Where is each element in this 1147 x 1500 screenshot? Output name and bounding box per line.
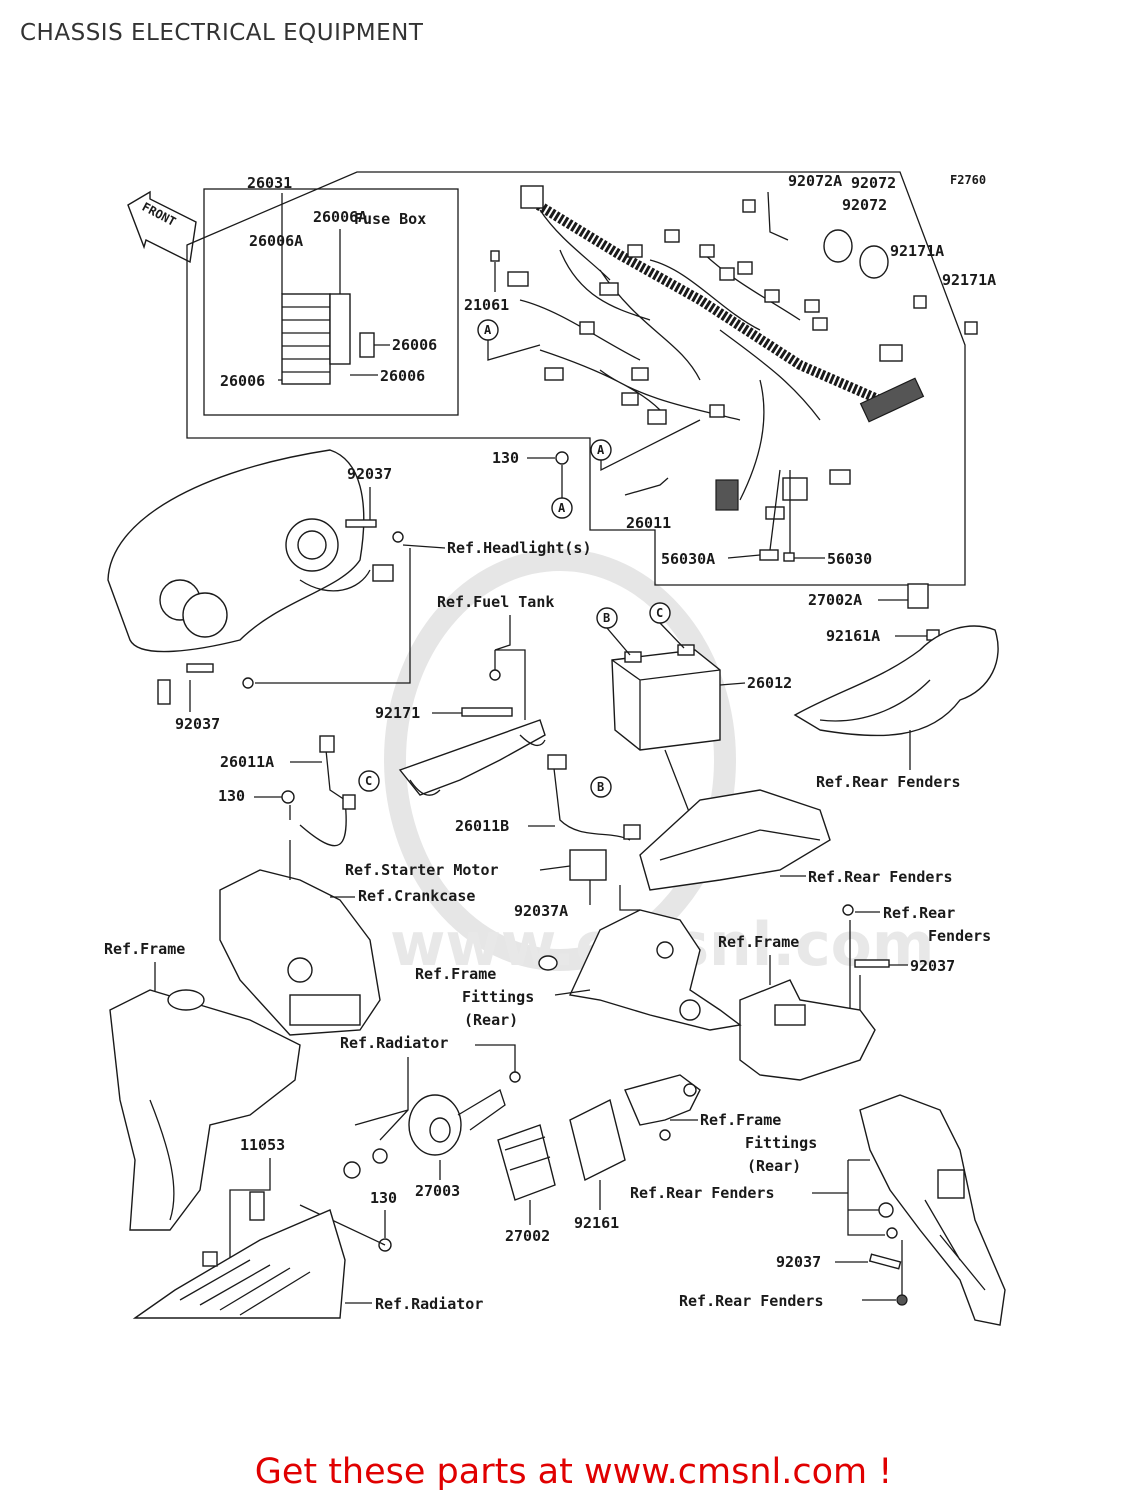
callout-b-2 (590, 776, 612, 798)
part-26006-right: 26006 (392, 336, 437, 354)
part-92171A-bottom: 92171A (942, 271, 996, 289)
part-27003: 27003 (415, 1182, 460, 1200)
part-26031: 26031 (247, 174, 292, 192)
bracket-frame-fitting (624, 1074, 701, 1141)
part-92171A-top: 92171A (890, 242, 944, 260)
ecu-27002 (497, 1124, 556, 1201)
part-27002: 27002 (505, 1227, 550, 1245)
fuel-tank-bracket (398, 719, 546, 796)
ref-rear-fenders-3a: Ref.Rear (883, 904, 955, 922)
promo-link[interactable]: Get these parts at www.cmsnl.com ! (254, 1452, 893, 1492)
battery-case (639, 789, 831, 891)
part-92037-bottom-right: 92037 (776, 1253, 821, 1271)
part-92037A: 92037A (514, 902, 568, 920)
part-26012: 26012 (747, 674, 792, 692)
page-title: CHASSIS ELECTRICAL EQUIPMENT (20, 20, 424, 46)
part-26006A-left: 26006A (249, 232, 303, 250)
callout-c-2 (358, 770, 380, 792)
figure-code: F2760 (950, 173, 986, 187)
fuse-box-title: Fuse Box (354, 210, 426, 228)
relay-box-92161 (569, 1098, 626, 1182)
main-wiring-harness (490, 185, 925, 520)
part-26006-left: 26006 (220, 372, 265, 390)
ecu-27002A (907, 583, 929, 609)
part-92161A: 92161A (826, 627, 880, 645)
part-92037-bottom-left: 92037 (175, 715, 220, 733)
ref-radiator-2: Ref.Radiator (375, 1295, 483, 1313)
part-130-bottom: 130 (370, 1189, 397, 1207)
harness-group-outline (186, 171, 966, 586)
ref-rear-fenders-2: Ref.Rear Fenders (808, 868, 953, 886)
ref-frame-fittings-2c: (Rear) (747, 1157, 801, 1175)
fuse-block (281, 293, 375, 385)
part-27002A: 27002A (808, 591, 862, 609)
part-56030A: 56030A (661, 550, 715, 568)
part-92072-top: 92072 (851, 174, 896, 192)
ref-rear-fenders-5: Ref.Rear Fenders (679, 1292, 824, 1310)
frame-fitting-rear (568, 909, 742, 1031)
part-11053: 11053 (240, 1136, 285, 1154)
clamp-92072-b (859, 245, 889, 279)
ref-frame-fittings-2b: Fittings (745, 1134, 817, 1152)
part-130-top: 130 (492, 449, 519, 467)
ref-frame-fittings-2a: Ref.Frame (700, 1111, 781, 1129)
part-92037-mid-right: 92037 (910, 957, 955, 975)
rear-fender-upper (793, 625, 999, 737)
callout-b-2-label: B (597, 780, 604, 794)
ref-fuel-tank: Ref.Fuel Tank (437, 593, 554, 611)
ref-frame-1: Ref.Frame (104, 940, 185, 958)
part-26006-bottom: 26006 (380, 367, 425, 385)
clip-92171A-a (913, 295, 927, 309)
frame-left (109, 989, 301, 1231)
battery (611, 644, 721, 751)
ref-frame-fittings-1a: Ref.Frame (415, 965, 496, 983)
ref-frame-fittings-1c: (Rear) (464, 1011, 518, 1029)
callout-a-1-label: A (484, 323, 492, 337)
ref-rear-fenders-3b: Fenders (928, 927, 991, 945)
callout-a-3-label: A (558, 501, 566, 515)
part-130-mid: 130 (218, 787, 245, 805)
clip-92171A-b (964, 321, 978, 335)
headlight-assembly (107, 449, 394, 705)
callout-b-1-label: B (603, 611, 610, 625)
ref-frame-fittings-1b: Fittings (462, 988, 534, 1006)
part-92161: 92161 (574, 1214, 619, 1232)
rear-fender-bracket (739, 979, 876, 1081)
starter-relay (569, 849, 607, 881)
part-92171: 92171 (375, 704, 420, 722)
ref-frame-2: Ref.Frame (718, 933, 799, 951)
crankcase (219, 869, 381, 1036)
callout-c-1-label: C (656, 606, 663, 620)
callout-a-2-label: A (597, 443, 605, 457)
radiator (132, 1209, 346, 1319)
part-26011A: 26011A (220, 753, 274, 771)
part-92072A: 92072A (788, 172, 842, 190)
part-92072-bottom: 92072 (842, 196, 887, 214)
part-26011B: 26011B (455, 817, 509, 835)
horn (408, 1089, 506, 1156)
rear-fender-lower (859, 1094, 1006, 1326)
part-92037-top: 92037 (347, 465, 392, 483)
ref-rear-fenders-4: Ref.Rear Fenders (630, 1184, 775, 1202)
ref-headlight: Ref.Headlight(s) (447, 539, 592, 557)
front-arrow-icon: FRONT (127, 190, 197, 264)
ref-rear-fenders-1: Ref.Rear Fenders (816, 773, 961, 791)
part-26006A-top: 26006A (313, 208, 367, 226)
part-21061: 21061 (464, 296, 509, 314)
ref-crankcase: Ref.Crankcase (358, 887, 475, 905)
ref-radiator-1: Ref.Radiator (340, 1034, 448, 1052)
callout-c-2-label: C (365, 774, 372, 788)
part-56030: 56030 (827, 550, 872, 568)
part-26011-top: 26011 (626, 514, 671, 532)
clamp-92072-a (823, 229, 853, 263)
fuse-box-outline (203, 188, 459, 416)
ref-starter-motor: Ref.Starter Motor (345, 861, 499, 879)
